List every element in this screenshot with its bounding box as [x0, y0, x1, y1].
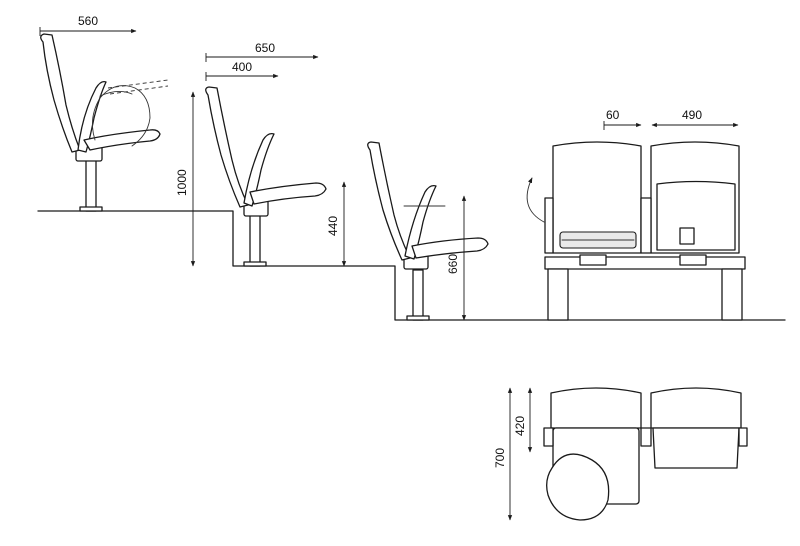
dim-label-650: 650: [255, 41, 275, 55]
dim-label-490: 490: [682, 108, 702, 122]
dim-label-560: 560: [78, 14, 98, 28]
plan-view: [543, 387, 748, 521]
dim-seat-width: 490: [651, 108, 739, 128]
dim-armrest-width: 60: [603, 108, 642, 130]
dim-seat-height: 660: [446, 195, 467, 321]
side-view-seat-upper: [40, 33, 169, 212]
dim-back-height: 1000: [175, 91, 196, 267]
dim-label-60: 60: [606, 108, 620, 122]
dim-step-height: 440: [326, 181, 347, 267]
dim-plan-depth-folded: 420: [513, 387, 533, 453]
dim-label-440: 440: [326, 216, 340, 236]
stair-profile: [37, 210, 786, 321]
side-view-seat-lower: [367, 141, 489, 321]
dim-label-400: 400: [232, 60, 252, 74]
dim-label-660: 660: [446, 254, 460, 274]
dim-label-700: 700: [493, 448, 507, 468]
dim-label-420: 420: [513, 416, 527, 436]
dim-plan-depth-total: 700: [493, 387, 513, 521]
dim-row-depth: 650: [205, 41, 319, 62]
side-view-seat-middle: [205, 86, 327, 267]
dim-seat-depth: 400: [205, 60, 279, 81]
front-elevation: [526, 141, 746, 321]
dim-label-1000: 1000: [175, 169, 189, 196]
dim-top-width: 560: [39, 14, 137, 36]
